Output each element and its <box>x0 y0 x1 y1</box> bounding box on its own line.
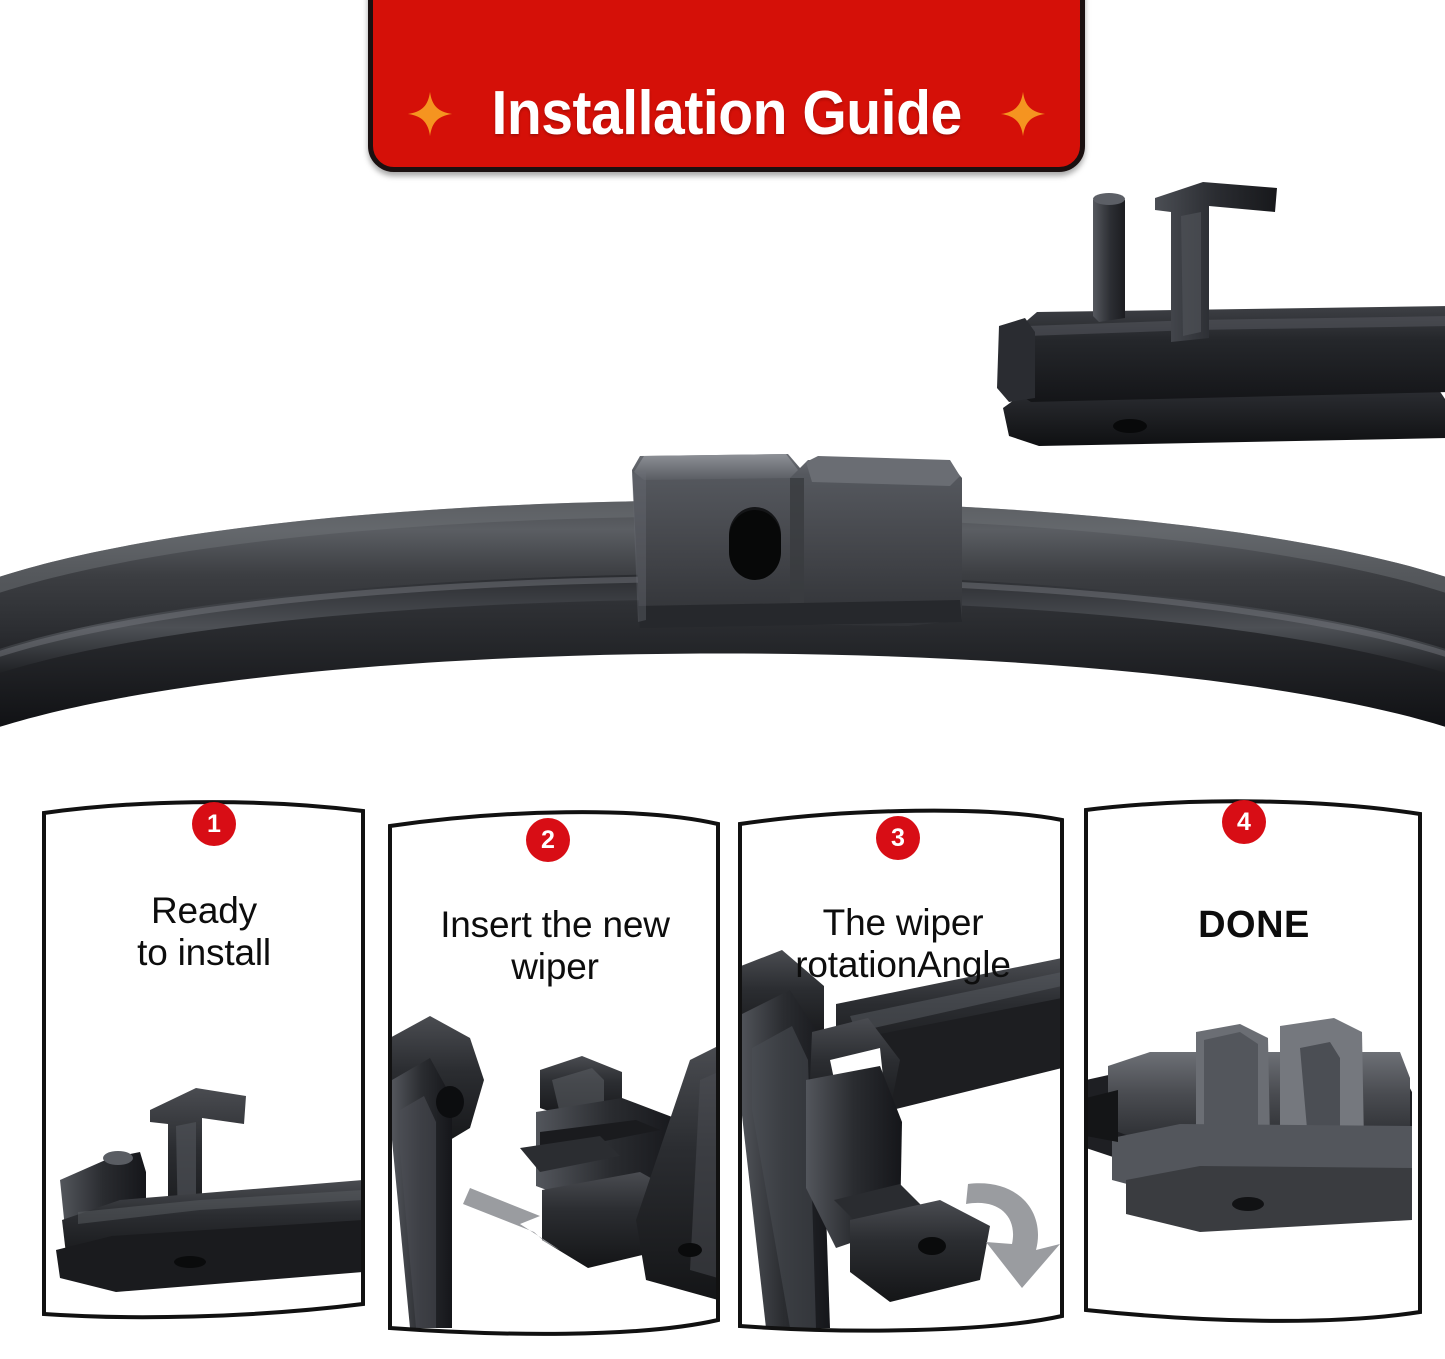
sparkle-icon <box>407 91 452 137</box>
wiper-arm-adapter-image <box>995 140 1445 460</box>
step-1-frame <box>42 800 365 1320</box>
step-2-label: Insert the new wiper <box>440 904 670 988</box>
banner-content: Installation Guide <box>407 83 1046 167</box>
step-4-frame <box>1084 799 1422 1323</box>
step-2-illustration <box>390 1016 718 1328</box>
wiper-blade-image <box>0 430 1445 760</box>
step-4-badge: 4 <box>1222 800 1266 844</box>
installation-guide-banner: Installation Guide <box>368 0 1085 172</box>
step-2-frame <box>388 810 720 1336</box>
step-1-badge: 1 <box>192 802 236 846</box>
wiper-blade-graphic <box>0 454 1445 727</box>
step-3-badge: 3 <box>876 816 920 860</box>
step-3-label: The wiper rotationAngle <box>795 902 1011 986</box>
step-1-label: Ready to install <box>137 890 271 974</box>
page-title: Installation Guide <box>491 79 962 148</box>
rotation-arrow <box>966 1183 1060 1288</box>
step-3-frame <box>738 808 1064 1333</box>
step-4-label: DONE <box>1198 904 1310 946</box>
wiper-arm-adapter-graphic <box>997 182 1445 446</box>
step-1-illustration <box>56 1088 363 1292</box>
step-4-illustration <box>1086 1018 1412 1232</box>
step-panels-frames <box>42 799 1422 1336</box>
step-2-badge: 2 <box>526 818 570 862</box>
blade-connector-housing <box>632 454 962 628</box>
sparkle-icon <box>1000 91 1046 137</box>
step-3-illustration <box>740 950 1062 1328</box>
insert-direction-arrow <box>463 1188 560 1250</box>
installation-steps: 1 2 3 4 Ready to install Insert the new … <box>0 780 1445 1359</box>
